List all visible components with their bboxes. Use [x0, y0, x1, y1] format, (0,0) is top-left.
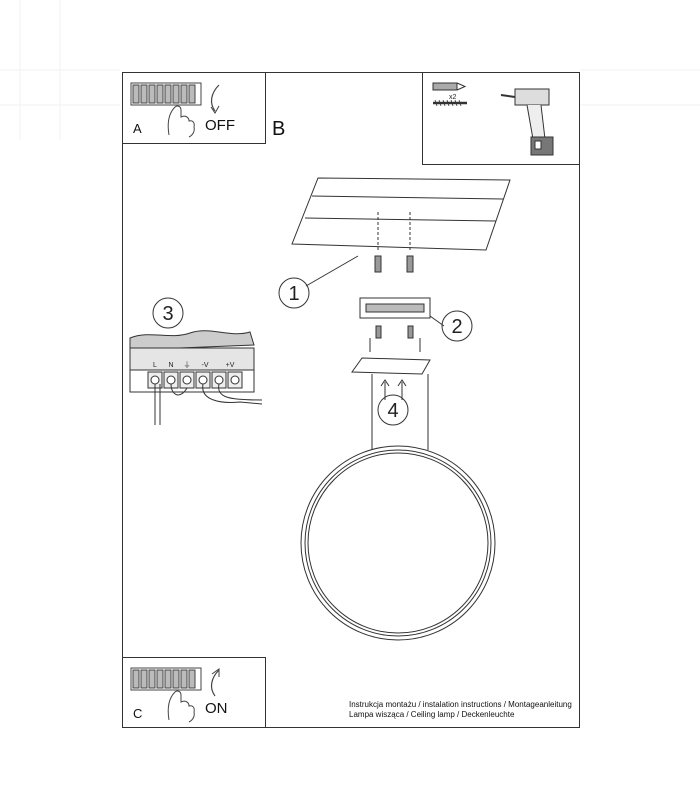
step-a-label: A [133, 121, 142, 136]
step-c-action: ON [205, 700, 228, 717]
lamp-ring [300, 445, 496, 641]
step-b-label: B [272, 118, 286, 140]
callout-4-label: 4 [387, 400, 398, 422]
terminal-minus-v: -V [202, 362, 209, 369]
wall-plug-icon [432, 82, 467, 91]
footer-caption: Instrukcja montażu / instalation instruc… [349, 700, 572, 720]
terminal-L: L [153, 362, 157, 369]
screw-icon [433, 99, 467, 107]
callout-3-circle [152, 297, 184, 329]
wall-plugs [374, 255, 414, 273]
callout-1-circle [278, 277, 310, 309]
terminal-N: N [168, 362, 173, 369]
suspension-rods [371, 374, 429, 450]
terminal-plus-v: +V [226, 362, 235, 369]
drill-icon [500, 88, 554, 156]
step-c-label: C [133, 706, 143, 721]
tools-illustration: x2 [432, 82, 554, 156]
mounting-screws [377, 212, 411, 250]
footer-line-1: Instrukcja montażu / instalation instruc… [349, 700, 572, 709]
terminal-block [129, 330, 263, 425]
callout-2-circle [441, 310, 473, 342]
callout-2-label: 2 [451, 316, 462, 338]
footer-line-2: Lampa wisząca / Ceiling lamp / Deckenleu… [349, 710, 515, 719]
callout-3-label: 3 [162, 303, 173, 325]
tools-panel: x2 [422, 72, 580, 165]
instruction-sheet [122, 72, 580, 728]
ceiling-plate [291, 177, 511, 251]
circuit-breaker-on-icon [130, 667, 220, 723]
step-a-action: OFF [205, 117, 235, 134]
bracket-screws [369, 325, 421, 352]
mounting-bracket [359, 297, 431, 319]
circuit-breaker-off-icon [130, 82, 220, 138]
step-a-panel: A OFF [122, 72, 266, 144]
callout-4-circle [377, 394, 409, 426]
canopy [351, 357, 431, 375]
dowel-quantity: x2 [449, 94, 457, 101]
callout-1-label: 1 [288, 283, 299, 305]
terminal-earth: ⏚ [184, 361, 191, 369]
step-c-panel: C ON [122, 657, 266, 728]
